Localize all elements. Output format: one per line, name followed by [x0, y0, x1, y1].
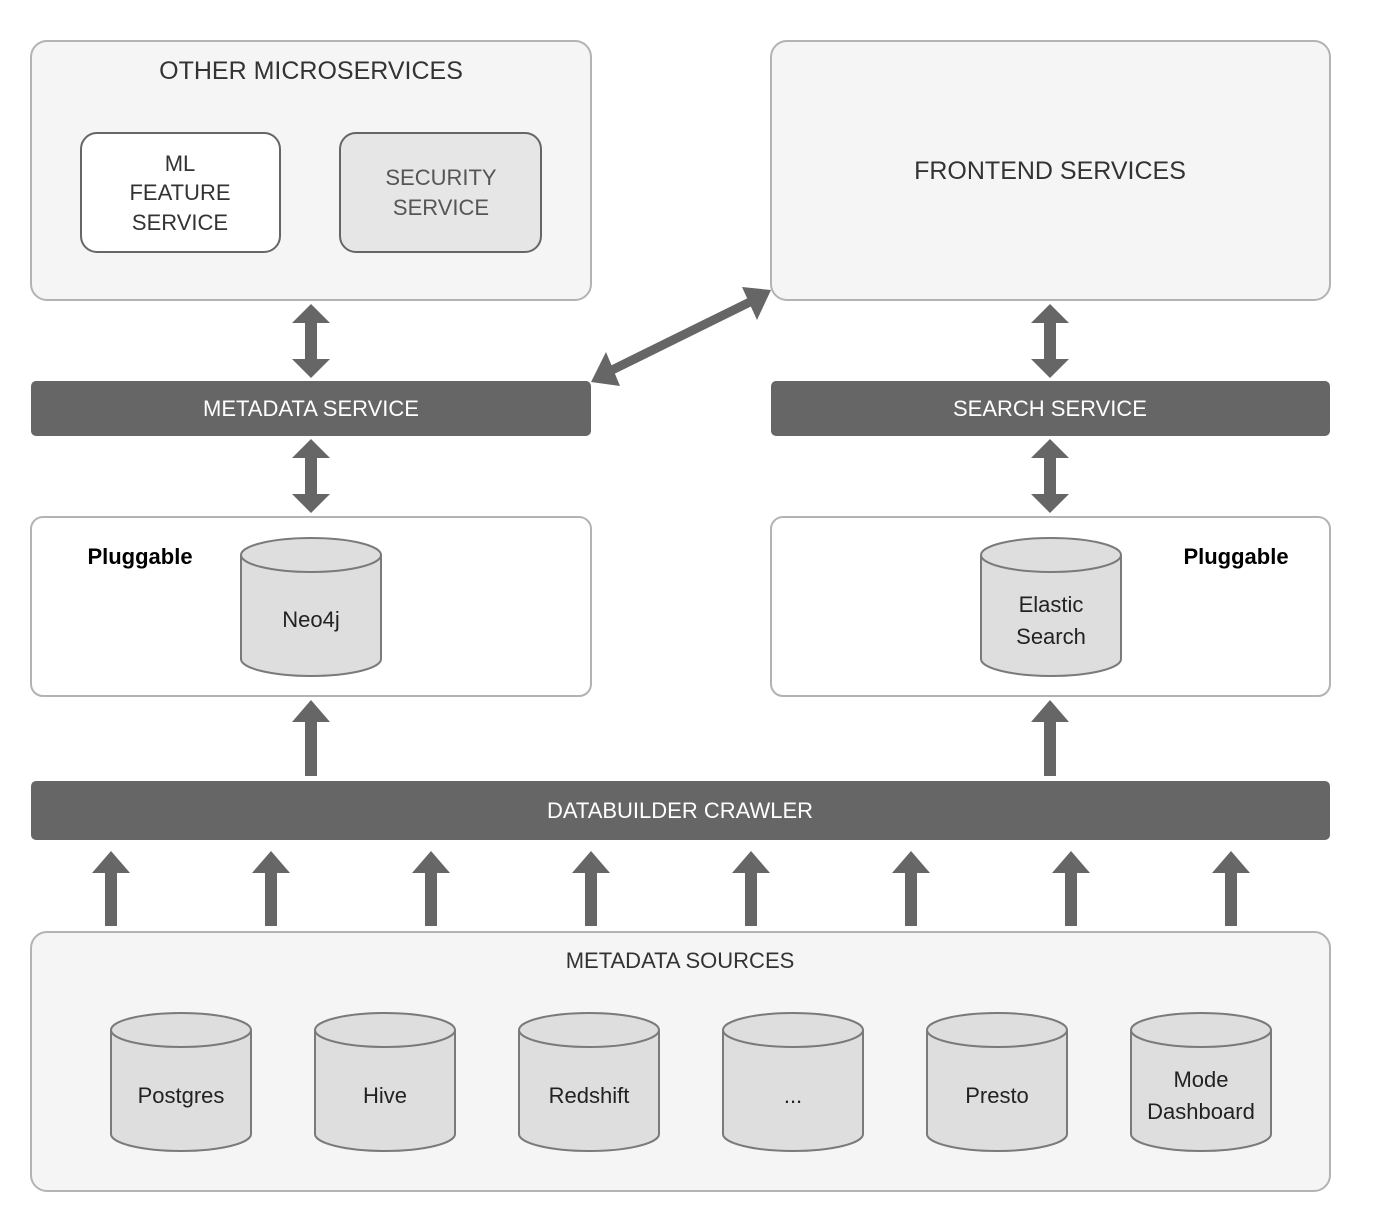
up-arrow-source-7	[1052, 851, 1090, 926]
other-microservices-title: OTHER MICROSERVICES	[159, 57, 463, 85]
search-store-panel: Pluggable Elastic Search	[770, 516, 1331, 697]
redshift-database-icon: Redshift	[518, 1012, 660, 1152]
up-arrows-sources-to-crawler	[92, 851, 1250, 926]
elastic-search-label-line-2: Search	[1016, 624, 1086, 649]
ellipsis-database-icon: ...	[722, 1012, 864, 1152]
hive-label: Hive	[363, 1083, 407, 1108]
frontend-services-panel: FRONTEND SERVICES	[770, 40, 1331, 301]
other-microservices-panel: OTHER MICROSERVICES ML FEATURE SERVICE S…	[30, 40, 592, 301]
metadata-store-pluggable-label: Pluggable	[87, 544, 192, 569]
ml-feature-service-label-line-2: FEATURE	[129, 180, 230, 205]
up-arrow-source-5	[732, 851, 770, 926]
metadata-sources-title: METADATA SOURCES	[566, 948, 795, 973]
search-store-pluggable-label: Pluggable	[1183, 544, 1288, 569]
elastic-search-label-line-1: Elastic	[1019, 592, 1084, 617]
databuilder-crawler-bar: DATABUILDER CRAWLER	[31, 781, 1330, 840]
metadata-service-label: METADATA SERVICE	[203, 396, 419, 421]
security-service-label-line-2: SERVICE	[393, 195, 489, 220]
metadata-service-bar: METADATA SERVICE	[31, 381, 591, 436]
up-arrow-source-8	[1212, 851, 1250, 926]
ml-feature-service-label-line-1: ML	[165, 151, 196, 176]
hive-database-icon: Hive	[314, 1012, 456, 1152]
up-arrow-source-1	[92, 851, 130, 926]
security-service-label-line-1: SECURITY	[385, 165, 497, 190]
databuilder-crawler-label: DATABUILDER CRAWLER	[547, 798, 813, 823]
elastic-search-database-icon: Elastic Search	[980, 537, 1122, 677]
double-arrow-frontend-search	[1031, 304, 1069, 378]
up-arrow-crawler-neo4j	[292, 700, 330, 776]
ml-feature-service-box: ML FEATURE SERVICE	[80, 132, 281, 253]
postgres-label: Postgres	[138, 1083, 225, 1108]
neo4j-database-icon: Neo4j	[240, 537, 382, 677]
presto-label: Presto	[965, 1083, 1029, 1108]
search-service-bar: SEARCH SERVICE	[771, 381, 1330, 436]
up-arrow-source-3	[412, 851, 450, 926]
mode-dashboard-label-line-2: Dashboard	[1147, 1099, 1255, 1124]
up-arrow-source-6	[892, 851, 930, 926]
mode-dashboard-label-line-1: Mode	[1173, 1067, 1228, 1092]
security-service-box: SECURITY SERVICE	[339, 132, 542, 253]
presto-database-icon: Presto	[926, 1012, 1068, 1152]
up-arrow-source-2	[252, 851, 290, 926]
double-arrow-microservices-metadata	[292, 304, 330, 378]
metadata-store-panel: Pluggable Neo4j	[30, 516, 592, 697]
ellipsis-label: ...	[784, 1083, 802, 1108]
double-arrow-search-elastic	[1031, 439, 1069, 513]
redshift-label: Redshift	[549, 1083, 630, 1108]
double-arrow-metadata-neo4j	[292, 439, 330, 513]
postgres-database-icon: Postgres	[110, 1012, 252, 1152]
frontend-services-title: FRONTEND SERVICES	[914, 157, 1186, 185]
mode-dashboard-database-icon: Mode Dashboard	[1130, 1012, 1272, 1152]
neo4j-label: Neo4j	[282, 607, 339, 632]
double-arrow-metadata-frontend	[591, 287, 771, 386]
metadata-sources-panel: METADATA SOURCES Postgres Hive Redshift …	[30, 931, 1331, 1192]
search-service-label: SEARCH SERVICE	[953, 396, 1147, 421]
up-arrow-crawler-elastic	[1031, 700, 1069, 776]
ml-feature-service-label-line-3: SERVICE	[132, 210, 228, 235]
up-arrow-source-4	[572, 851, 610, 926]
